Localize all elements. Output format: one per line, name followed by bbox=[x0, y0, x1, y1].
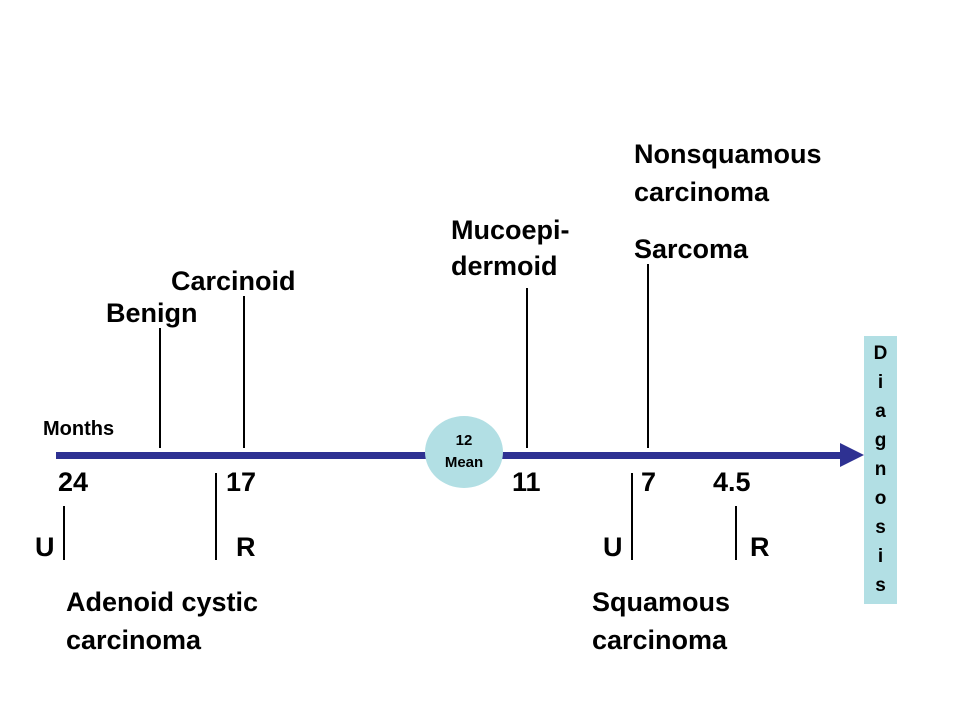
benign-marker-line bbox=[159, 328, 161, 448]
adenoid-r-marker: R bbox=[236, 532, 256, 562]
diagnosis-letter: i bbox=[877, 372, 884, 393]
mucoepidermoid-label-line1: Mucoepi- bbox=[451, 215, 570, 245]
diagnosis-letter: o bbox=[874, 488, 887, 509]
adenoid-lower-range-line bbox=[215, 473, 217, 560]
squamous-lower-range-line bbox=[735, 506, 737, 560]
sarcoma-label: Sarcoma bbox=[634, 234, 749, 264]
tick-value-11: 11 bbox=[512, 467, 541, 497]
axis-label-months: Months bbox=[43, 418, 115, 440]
diagnosis-letter: g bbox=[874, 430, 887, 451]
nonsquamous-label-line1: Nonsquamous bbox=[634, 139, 822, 169]
mean-badge: 12 Mean bbox=[425, 416, 503, 488]
adenoid-cystic-label-line2: carcinoma bbox=[66, 625, 202, 655]
adenoid-cystic-label-line1: Adenoid cystic bbox=[66, 587, 259, 617]
squamous-upper-range-line bbox=[631, 473, 633, 560]
tick-value-17: 17 bbox=[226, 467, 257, 497]
benign-label: Benign bbox=[106, 298, 198, 328]
diagnosis-letter: a bbox=[875, 401, 886, 422]
mucoepidermoid-marker-line bbox=[526, 288, 528, 448]
timeline-arrowhead bbox=[840, 443, 864, 467]
carcinoid-label: Carcinoid bbox=[171, 266, 296, 296]
diagnosis-letter: s bbox=[875, 575, 886, 596]
squamous-label-line2: carcinoma bbox=[592, 625, 728, 655]
squamous-label-line1: Squamous bbox=[592, 587, 731, 617]
mean-value: 12 bbox=[455, 432, 473, 450]
mucoepidermoid-label-line2: dermoid bbox=[451, 251, 558, 281]
diagnosis-letter: s bbox=[875, 517, 886, 538]
mean-label: Mean bbox=[444, 454, 484, 471]
carcinoid-marker-line bbox=[243, 296, 245, 448]
diagnosis-badge: D i a g n o s i s bbox=[864, 336, 897, 604]
squamous-u-marker: U bbox=[603, 532, 623, 562]
tick-value-7: 7 bbox=[641, 467, 657, 497]
tick-value-24: 24 bbox=[58, 467, 89, 497]
sarcoma-marker-line bbox=[647, 264, 649, 448]
nonsquamous-label-line2: carcinoma bbox=[634, 177, 770, 207]
diagnosis-letter: i bbox=[877, 546, 884, 567]
squamous-r-marker: R bbox=[750, 532, 770, 562]
adenoid-u-marker: U bbox=[35, 532, 55, 562]
diagnosis-letter: n bbox=[874, 459, 887, 480]
diagnosis-letter: D bbox=[873, 343, 888, 364]
adenoid-upper-range-line bbox=[63, 506, 65, 560]
tick-value-4-5: 4.5 bbox=[713, 467, 751, 497]
